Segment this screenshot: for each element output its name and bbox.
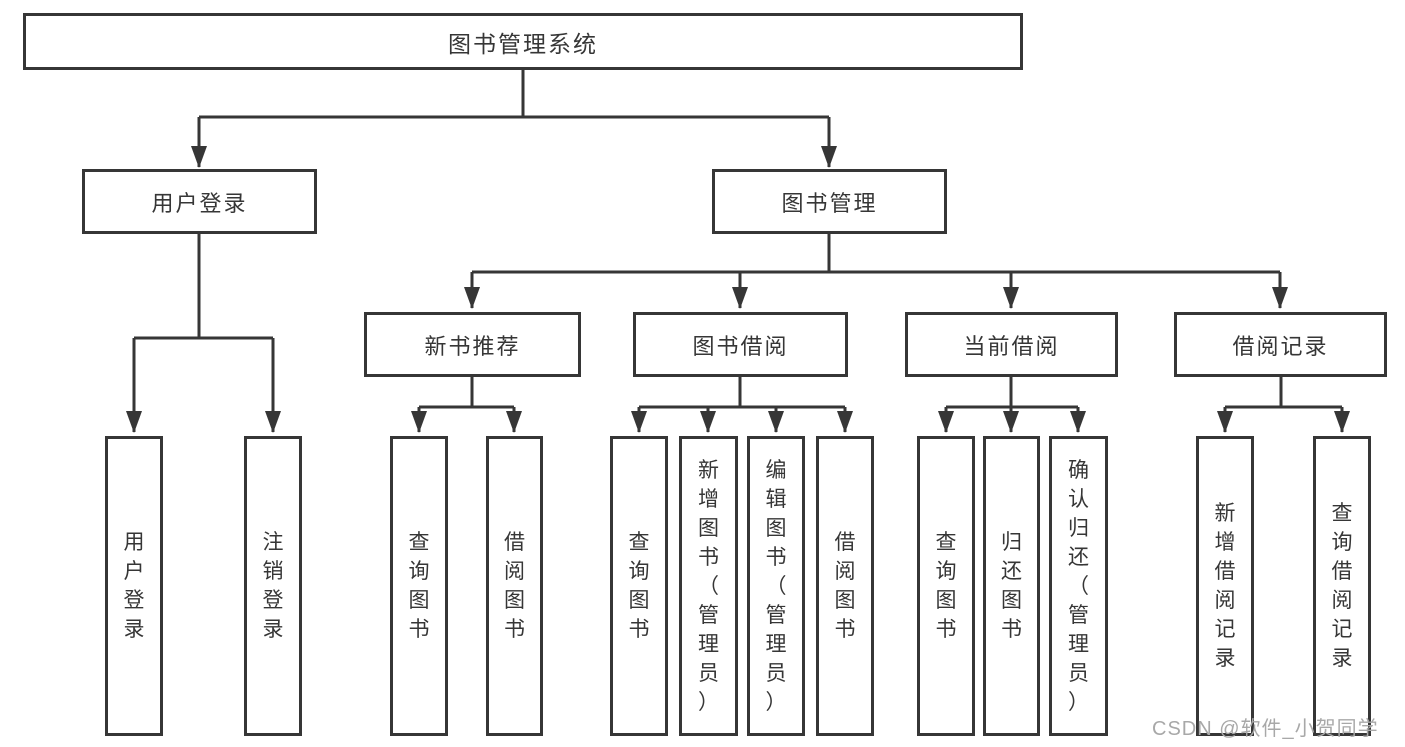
- node-library-management-system: 图书管理系统: [23, 13, 1023, 70]
- node-label: 借 阅 图 书: [834, 531, 856, 641]
- node-current-borrowing: 当前借阅: [905, 312, 1118, 377]
- node-borrow-books: 借 阅 图 书: [486, 436, 543, 736]
- node-label: 确 认 归 还 （ 管 理 员 ）: [1068, 458, 1089, 714]
- node-new-book-recommendation: 新书推荐: [364, 312, 581, 377]
- node-query-borrow-record: 查 询 借 阅 记 录: [1313, 436, 1371, 736]
- node-return-books: 归 还 图 书: [983, 436, 1040, 736]
- node-label: 用户登录: [151, 190, 248, 216]
- node-label: 借阅记录: [1232, 333, 1329, 359]
- node-label: 图书管理系统: [448, 30, 598, 57]
- node-label: 当前借阅: [963, 333, 1060, 359]
- arrow-stems: [126, 117, 1350, 433]
- bracket-lines: [134, 70, 1342, 409]
- node-query-books: 查 询 图 书: [610, 436, 668, 736]
- node-label: 编 辑 图 书 （ 管 理 员 ）: [765, 458, 787, 714]
- node-label: 用 户 登 录: [123, 531, 145, 641]
- node-label: 归 还 图 书: [1001, 531, 1022, 641]
- node-label: 查 询 图 书: [935, 531, 957, 641]
- node-label: 查 询 借 阅 记 录: [1331, 502, 1353, 670]
- node-user-login: 用 户 登 录: [105, 436, 163, 736]
- node-label: 注 销 登 录: [262, 531, 284, 641]
- node-label: 图书管理: [781, 190, 878, 216]
- node-confirm-return-admin: 确 认 归 还 （ 管 理 员 ）: [1049, 436, 1108, 736]
- node-label: 新 增 图 书 （ 管 理 员 ）: [698, 458, 719, 714]
- node-book-borrowing: 图书借阅: [633, 312, 848, 377]
- node-user-login-group: 用户登录: [82, 169, 317, 234]
- node-book-management: 图书管理: [712, 169, 947, 234]
- node-edit-book-admin: 编 辑 图 书 （ 管 理 员 ）: [747, 436, 805, 736]
- watermark: CSDN @软件_小贺同学: [1152, 718, 1379, 740]
- node-label: 图书借阅: [692, 333, 789, 359]
- node-label: 查 询 图 书: [408, 531, 430, 641]
- node-logout: 注 销 登 录: [244, 436, 302, 736]
- node-add-book-admin: 新 增 图 书 （ 管 理 员 ）: [679, 436, 738, 736]
- node-query-books: 查 询 图 书: [917, 436, 975, 736]
- node-query-books: 查 询 图 书: [390, 436, 448, 736]
- node-add-borrow-record: 新 增 借 阅 记 录: [1196, 436, 1254, 736]
- node-label: 查 询 图 书: [628, 531, 650, 641]
- node-borrowing-records: 借阅记录: [1174, 312, 1387, 377]
- node-borrow-books: 借 阅 图 书: [816, 436, 874, 736]
- node-label: 新书推荐: [424, 333, 521, 359]
- node-label: 借 阅 图 书: [504, 531, 525, 641]
- node-label: 新 增 借 阅 记 录: [1214, 502, 1236, 670]
